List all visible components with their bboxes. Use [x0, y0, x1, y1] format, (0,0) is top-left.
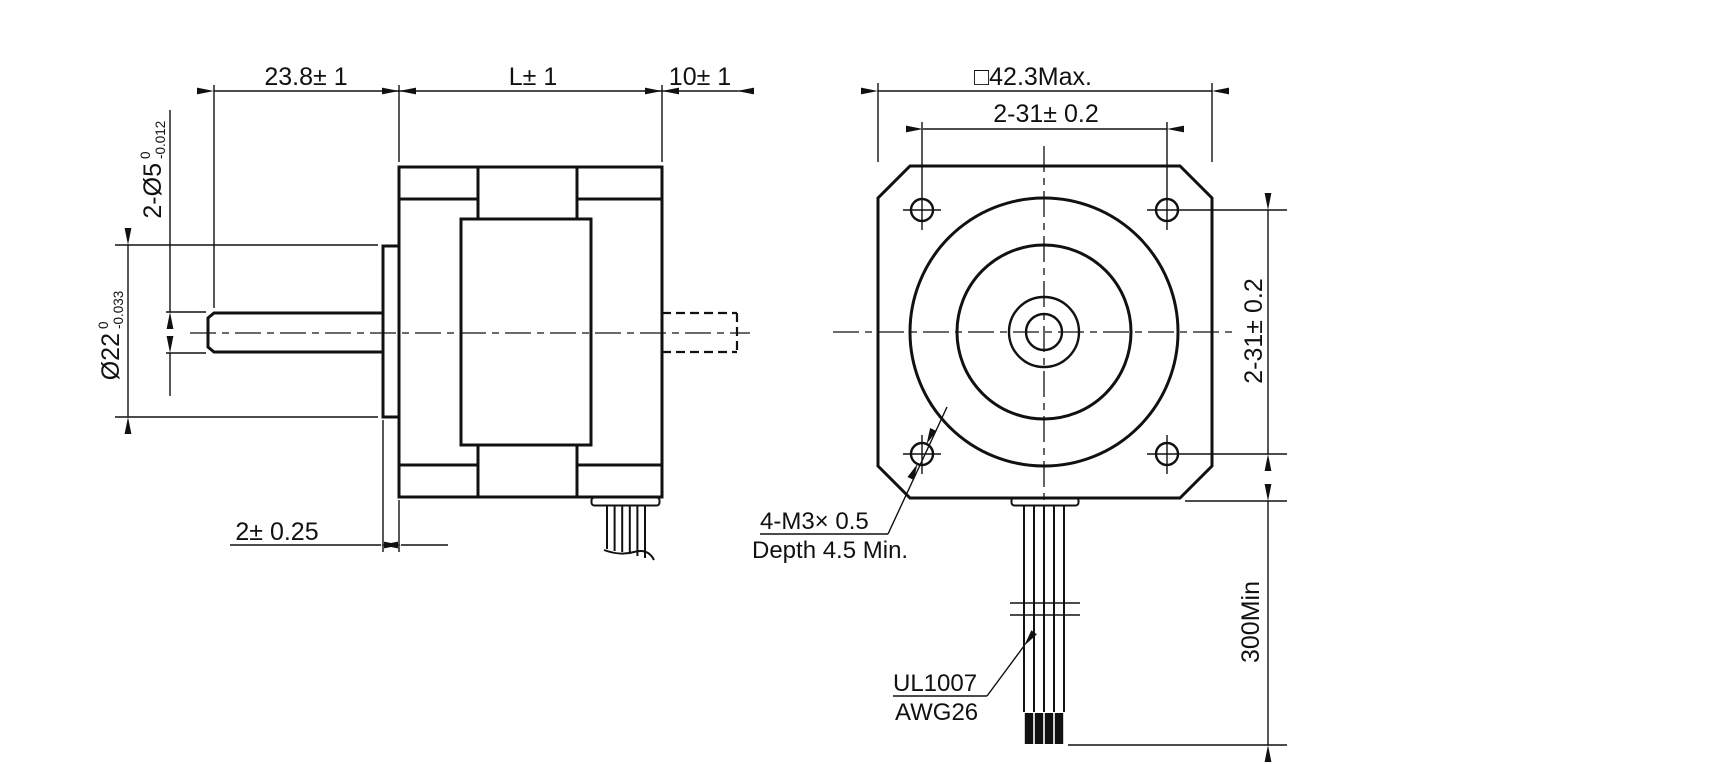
front-view-lead-wires: [1010, 496, 1080, 744]
shaft-circle: [1024, 312, 1064, 352]
cable-break-marks: [1010, 602, 1080, 616]
mounting-hole-leader: [760, 406, 948, 535]
side-view-lead-wires: [590, 496, 661, 561]
dim-shaft-diameter-label: 2-Ø5 0 -0.012: [138, 121, 168, 219]
svg-text:2-Ø5: 2-Ø5: [139, 163, 167, 219]
pilot-boss: [381, 244, 399, 419]
svg-text:0: 0: [138, 151, 153, 159]
dim-shaft-protrusion-label: 23.8± 1: [264, 63, 347, 91]
dim-hole-spacing-vertical-label: 2-31± 0.2: [1240, 278, 1268, 383]
mounting-hole-note-line2: Depth 4.5 Min.: [752, 537, 908, 564]
svg-text:-0.033: -0.033: [111, 291, 126, 329]
lead-wire-note-line2: AWG26: [895, 699, 978, 726]
flange-outline: [876, 164, 1214, 500]
wire-tips: [1024, 713, 1064, 744]
rear-shaft-dashed: [662, 311, 739, 354]
dim-body-length-label: L± 1: [509, 63, 557, 91]
body-circle: [908, 196, 1180, 468]
hub-circle: [1007, 295, 1081, 369]
dim-pilot-diameter-label: Ø22 0 -0.033: [96, 291, 126, 381]
dim-lead-wire-length-label: 300Min: [1237, 581, 1265, 663]
lead-wire-note-line1: UL1007: [893, 670, 977, 697]
lead-wire-leader: [893, 630, 1037, 697]
svg-text:Ø22: Ø22: [97, 333, 125, 380]
svg-text:2-31± 0.2: 2-31± 0.2: [1240, 278, 1268, 383]
side-view-dimensions: [115, 85, 754, 552]
mounting-hole-note-line1: 4-M3× 0.5: [760, 508, 869, 535]
svg-text:300Min: 300Min: [1237, 581, 1265, 663]
mounting-holes: [903, 122, 1287, 474]
dim-boss-thickness-label: 2± 0.25: [235, 518, 318, 546]
svg-text:-0.012: -0.012: [153, 121, 168, 159]
side-view-body-outline: [206, 165, 664, 499]
pilot-circle: [955, 243, 1133, 421]
lamination-stack: [459, 217, 593, 447]
front-shaft: [206, 311, 383, 354]
dim-flange-size-label: □42.3Max.: [974, 63, 1092, 91]
front-view: □42.3Max. 2-31± 0.2 2-31± 0.2 300Min 4-M…: [752, 63, 1287, 762]
dim-hole-spacing-horizontal-label: 2-31± 0.2: [993, 100, 1098, 128]
front-view-dimensions: [861, 83, 1287, 762]
side-view: 23.8± 1 L± 1 10± 1 2± 0.25 2-Ø5 0 -0.012…: [96, 63, 754, 561]
svg-text:0: 0: [96, 321, 111, 329]
dim-rear-shaft-label: 10± 1: [669, 63, 731, 91]
